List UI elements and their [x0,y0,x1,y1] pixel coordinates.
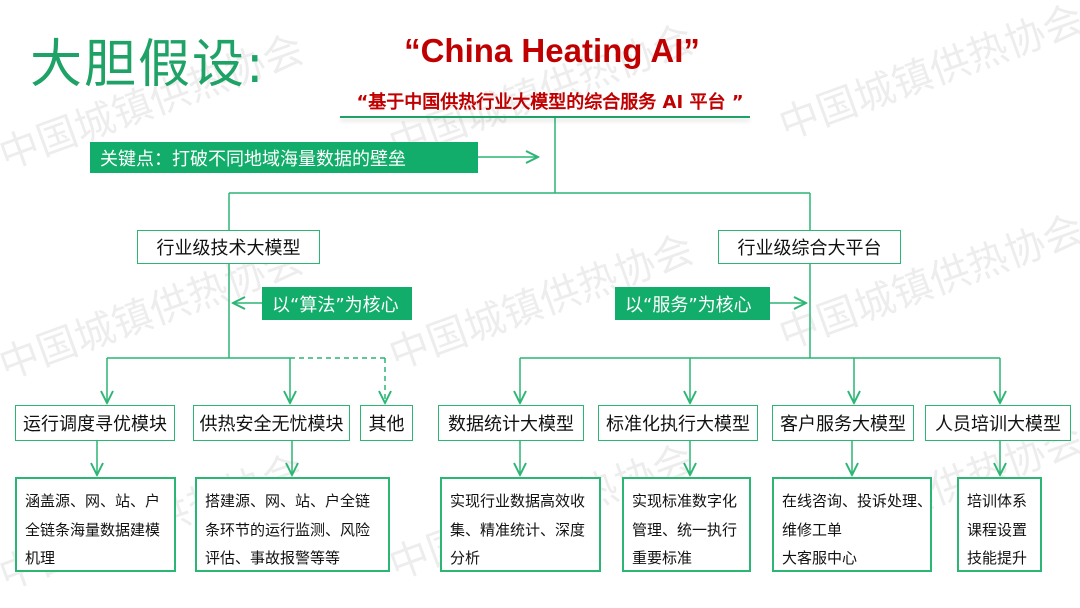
headline: “China Heating AI” [404,32,700,69]
underline-divider [340,116,750,118]
detail-box: 涵盖源、网、站、户全链条海量数据建模机理 [15,477,176,572]
detail-box: 培训体系课程设置技能提升 [957,477,1042,572]
detail-line: 培训体系 [967,492,1028,510]
module-box: 人员培训大模型 [925,405,1071,441]
key-point-box: 关键点：打破不同地域海量数据的壁垒 [90,142,478,173]
service-core-label: 以“服务”为核心 [615,287,770,320]
module-box: 客户服务大模型 [772,405,914,441]
detail-line: 在线咨询、投诉处理、 [782,492,933,510]
detail-line: 条环节的运行监测、风险 [205,520,371,539]
detail-line: 技能提升 [967,549,1028,567]
module-box: 供热安全无忧模块 [193,405,350,441]
detail-box: 在线咨询、投诉处理、维修工单大客服中心 [772,477,932,572]
detail-line: 实现标准数字化 [632,492,738,510]
detail-line: 全链条海量数据建模 [25,520,161,539]
detail-box: 搭建源、网、站、户全链条环节的运行监测、风险评估、事故报警等等 [195,477,390,572]
branch-tech-model: 行业级技术大模型 [137,230,320,264]
module-box-other: 其他 [360,405,413,441]
detail-line: 维修工单 [782,520,843,539]
detail-line: 大客服中心 [782,549,858,567]
detail-line: 搭建源、网、站、户全链 [205,492,371,510]
detail-line: 评估、事故报警等等 [205,549,341,567]
detail-line: 涵盖源、网、站、户 [25,492,161,510]
algorithm-core-label: 以“算法”为核心 [262,287,412,320]
module-box: 标准化执行大模型 [598,405,758,441]
detail-box: 实现标准数字化管理、统一执行重要标准 [622,477,751,572]
detail-line: 课程设置 [967,520,1028,539]
detail-line: 重要标准 [632,549,693,567]
detail-line: 集、精准统计、深度 [450,520,586,539]
subtitle: “基于中国供热行业大模型的综合服务 AI 平台 ” [356,92,744,113]
branch-service-platform: 行业级综合大平台 [718,230,901,264]
module-box: 运行调度寻优模块 [15,405,175,441]
module-box: 数据统计大模型 [438,405,584,441]
detail-line: 实现行业数据高效收 [450,492,586,510]
detail-line: 管理、统一执行 [632,520,738,539]
detail-line: 分析 [450,549,481,567]
page-title: 大胆假设: [30,35,266,95]
detail-line: 机理 [25,549,56,567]
detail-box: 实现行业数据高效收集、精准统计、深度分析 [440,477,601,572]
